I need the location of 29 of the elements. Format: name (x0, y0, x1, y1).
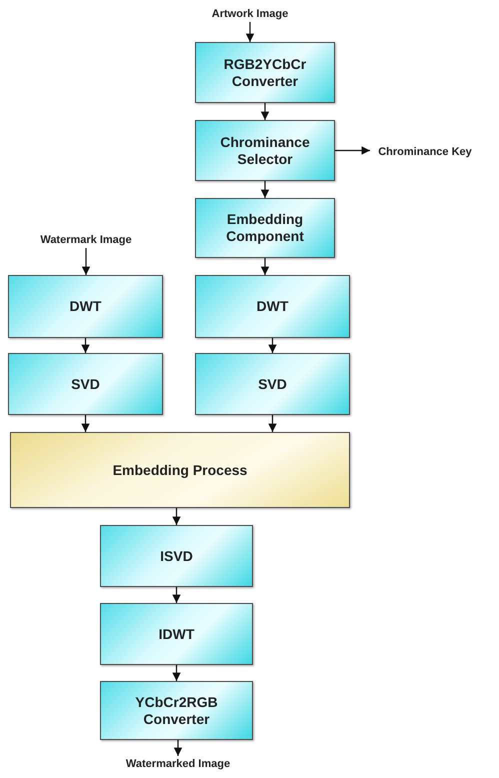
process-box: SVD (195, 353, 350, 415)
process-box: ISVD (100, 525, 253, 587)
arrow (268, 338, 277, 353)
arrow (172, 508, 181, 525)
arrow (172, 587, 181, 603)
output-label: Watermarked Image (118, 756, 238, 772)
arrow (81, 338, 90, 353)
input-label: Artwork Image (205, 6, 295, 22)
input-label: Watermark Image (30, 232, 142, 248)
process-box: Chrominance Selector (195, 120, 335, 181)
arrow (335, 146, 370, 155)
arrow (260, 103, 270, 120)
process-box: RGB2YCbCr Converter (195, 42, 335, 103)
arrow (174, 740, 182, 756)
process-box: Embedding Process (10, 432, 350, 508)
process-box: Embedding Component (195, 198, 335, 258)
arrow (260, 258, 270, 275)
arrow (81, 415, 90, 432)
arrow (260, 181, 270, 198)
process-box: SVD (8, 353, 163, 415)
process-box: DWT (8, 275, 163, 338)
process-box: IDWT (100, 603, 253, 665)
process-box: DWT (195, 275, 350, 338)
arrow (268, 415, 277, 432)
process-box: YCbCr2RGB Converter (100, 681, 253, 740)
output-label: Chrominance Key (370, 143, 480, 161)
arrow (246, 22, 254, 42)
arrow (172, 665, 181, 681)
arrow (82, 248, 90, 275)
